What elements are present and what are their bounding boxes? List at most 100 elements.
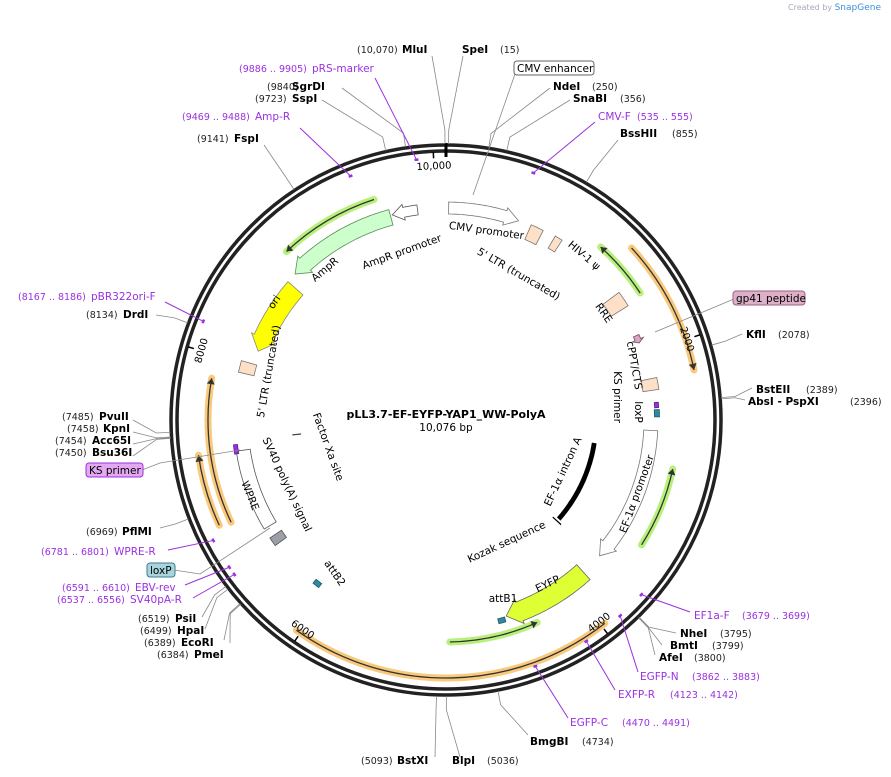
primer-mark bbox=[639, 592, 644, 597]
orf-arc[interactable] bbox=[195, 451, 223, 529]
primer-leader-line bbox=[585, 641, 616, 691]
loxp-label[interactable]: loxP bbox=[146, 527, 271, 578]
site-nhei[interactable]: (3795)NheI bbox=[638, 616, 752, 640]
site-psii[interactable]: (6519)PsiI bbox=[138, 586, 227, 625]
orf-line bbox=[296, 622, 606, 679]
orf-arc[interactable] bbox=[204, 374, 235, 526]
feature-shape bbox=[556, 442, 597, 521]
site-leader-line bbox=[132, 437, 171, 445]
site-bsu36i[interactable]: (7450)Bsu36I bbox=[55, 438, 171, 459]
site-drdi[interactable]: (8134)DrdI bbox=[86, 309, 188, 324]
feature-shape bbox=[497, 616, 507, 625]
feature-5-ltr-truncated[interactable] bbox=[524, 224, 544, 246]
feature-cppt-cts[interactable] bbox=[640, 377, 660, 393]
site-leader-line bbox=[445, 695, 461, 758]
feature-ampr-promoter[interactable] bbox=[391, 203, 419, 221]
site-spei[interactable]: (15)SpeI bbox=[448, 44, 520, 145]
feature-ef-1-intron-a[interactable] bbox=[556, 442, 597, 521]
feature-label: Kozak sequence bbox=[466, 519, 548, 566]
primer-mark bbox=[201, 319, 206, 324]
site-bsteii[interactable]: (2389)BstEII bbox=[721, 384, 838, 399]
gp41-peptide-label[interactable]: gp41 peptide bbox=[654, 290, 806, 333]
primer-sv40pa-r[interactable]: SV40pA-R(6537 .. 6556) bbox=[57, 572, 237, 606]
feature-hiv-1[interactable] bbox=[547, 235, 563, 253]
feature-sv40-poly-a-signal[interactable] bbox=[233, 443, 240, 455]
feature-rre[interactable] bbox=[602, 291, 629, 317]
primer-ef1a-f[interactable]: EF1a-F(3679 .. 3699) bbox=[639, 592, 810, 622]
primer-exfp-r[interactable]: EXFP-R(4123 .. 4142) bbox=[583, 639, 738, 701]
feature-shape bbox=[292, 433, 302, 436]
feature-ampr[interactable] bbox=[294, 209, 394, 275]
feature-unlabeled[interactable] bbox=[269, 529, 288, 547]
feature-gp41-peptide[interactable] bbox=[630, 334, 645, 344]
primer-range: (6537 .. 6556) bbox=[57, 595, 125, 606]
site-kfli[interactable]: (2078)KflI bbox=[711, 329, 810, 346]
primer-cmv-f[interactable]: CMV-F(535 .. 555) bbox=[531, 111, 693, 175]
site-bstxi[interactable]: (5093)BstXI bbox=[361, 695, 437, 767]
orf-arrowhead bbox=[206, 378, 215, 385]
feature-kozak-sequence[interactable] bbox=[552, 516, 562, 526]
feature-factor-xa-site[interactable] bbox=[292, 433, 302, 436]
orf-arc[interactable] bbox=[638, 465, 677, 549]
feature-label: Factor Xa site bbox=[310, 411, 346, 482]
feature-ks-primer[interactable] bbox=[653, 401, 659, 409]
site-position: (7450) bbox=[55, 448, 87, 459]
site-pmei[interactable]: (6384)PmeI bbox=[157, 604, 241, 661]
ks-primer-label[interactable]: KS primer bbox=[85, 449, 241, 478]
feature-wpre[interactable] bbox=[235, 448, 277, 530]
orf-arc[interactable] bbox=[628, 244, 698, 374]
site-pflmi[interactable]: (6969)PflMI bbox=[86, 518, 189, 538]
loxp-text: loxP bbox=[150, 565, 172, 577]
site-position: (6969) bbox=[86, 527, 118, 538]
site-snabi[interactable]: (356)SnaBI bbox=[506, 93, 646, 151]
site-blpi[interactable]: (5036)BlpI bbox=[445, 695, 519, 767]
site-hpai[interactable]: (6499)HpaI bbox=[140, 588, 229, 637]
primer-egfp-c[interactable]: EGFP-C(4470 .. 4491) bbox=[533, 664, 690, 729]
feature-ef-1-promoter[interactable] bbox=[599, 429, 659, 557]
primer-pbr322ori-f[interactable]: pBR322ori-F(8167 .. 8186) bbox=[18, 291, 206, 324]
feature-5-ltr-truncated[interactable] bbox=[237, 360, 258, 377]
orf-arc[interactable] bbox=[282, 195, 378, 256]
feature-cmv-promoter[interactable] bbox=[448, 201, 520, 226]
site-leader-line bbox=[132, 438, 171, 457]
primer-prs-marker[interactable]: pRS-marker(9886 .. 9905) bbox=[239, 63, 419, 162]
orf-arc[interactable] bbox=[292, 619, 609, 682]
site-ndei[interactable]: (250)NdeI bbox=[488, 81, 618, 148]
feature-attb1[interactable] bbox=[497, 616, 507, 625]
site-mlui[interactable]: (10,070)MluI bbox=[357, 44, 446, 145]
orf-arc[interactable] bbox=[446, 618, 541, 646]
site-leader-line bbox=[434, 695, 437, 758]
site-ecori[interactable]: (6389)EcoRI bbox=[144, 603, 241, 649]
tick-label: 10,000 bbox=[416, 160, 451, 173]
feature-eyfp[interactable] bbox=[505, 564, 591, 625]
site-name: FspI bbox=[234, 133, 259, 145]
primer-name: EBV-rev bbox=[135, 582, 176, 594]
primer-wpre-r[interactable]: WPRE-R(6781 .. 6801) bbox=[41, 538, 216, 558]
feature-shape bbox=[294, 209, 394, 275]
site-bmti[interactable]: (3799)BmtI bbox=[638, 617, 744, 652]
primer-amp-r[interactable]: Amp-R(9469 .. 9488) bbox=[182, 111, 353, 178]
orf-arc[interactable] bbox=[597, 243, 644, 297]
site-fspi[interactable]: (9141)FspI bbox=[197, 133, 295, 190]
site-pvuii[interactable]: (7485)PvuII bbox=[62, 411, 171, 434]
site-name: BlpI bbox=[452, 755, 475, 767]
primer-ebv-rev[interactable]: EBV-rev(6591 .. 6610) bbox=[62, 564, 232, 594]
orf-line bbox=[286, 198, 375, 253]
orf-highlight bbox=[446, 618, 541, 646]
site-name: Acc65I bbox=[92, 435, 131, 447]
site-kpni[interactable]: (7458)KpnI bbox=[67, 423, 171, 439]
feature-loxp[interactable] bbox=[653, 409, 660, 418]
site-leader-line bbox=[155, 314, 188, 324]
site-bmgbi[interactable]: (4734)BmgBI bbox=[497, 690, 614, 748]
site-absi-pspxi[interactable]: (2396)AbsI - PspXI bbox=[721, 396, 882, 408]
tick-mark bbox=[694, 334, 701, 338]
feature-ori[interactable] bbox=[250, 281, 304, 352]
feature-attb2[interactable] bbox=[312, 578, 323, 589]
site-leader-line bbox=[448, 55, 464, 145]
primer-egfp-n[interactable]: EGFP-N(3862 .. 3883) bbox=[617, 613, 760, 683]
site-bsshii[interactable]: (855)BssHII bbox=[585, 128, 698, 183]
site-name: PsiI bbox=[175, 613, 196, 625]
site-acc65i[interactable]: (7454)Acc65I bbox=[55, 435, 171, 447]
site-sspi[interactable]: (9723)SspI bbox=[255, 93, 387, 151]
cmv-enhancer-label[interactable]: CMV enhancer bbox=[472, 60, 595, 196]
